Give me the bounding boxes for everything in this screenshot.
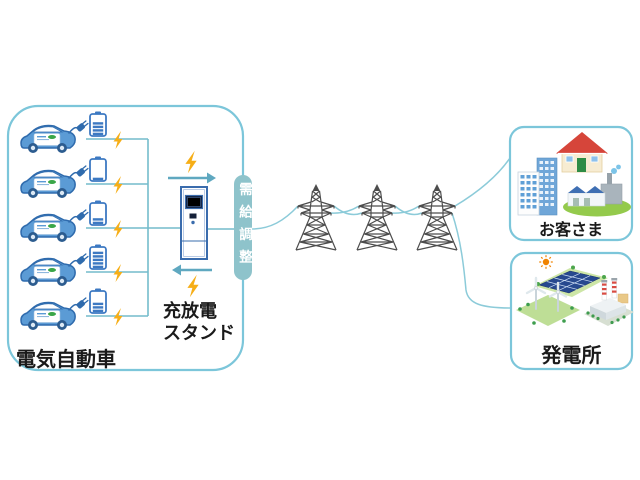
charging-stand-label: 充放電 スタンド	[163, 301, 235, 345]
charging-stand-label-line1: 充放電	[163, 301, 217, 322]
ev-row-1	[20, 110, 123, 154]
thermal-power-plant-icon	[584, 278, 634, 326]
charging-stand-icon	[180, 186, 208, 260]
factory-icon	[563, 164, 631, 217]
battery-charge-bars	[92, 122, 104, 136]
discharge-arrow-left-icon	[172, 264, 212, 276]
power-plant-box-label: 発電所	[541, 343, 602, 367]
ev-row-5	[20, 287, 123, 331]
ev-group-label: 電気自動車	[16, 347, 116, 371]
charging-stand-label-line2: スタンド	[163, 323, 235, 344]
battery-charge-bars	[92, 302, 104, 313]
transmission-tower-icon	[295, 183, 337, 251]
supply-demand-badge	[234, 175, 252, 280]
transmission-tower-icon	[416, 183, 458, 251]
charge-arrow-right-icon	[168, 172, 216, 184]
power-wires	[251, 157, 512, 309]
battery-icon	[89, 199, 107, 226]
battery-charge-bars	[92, 177, 104, 181]
solar-panels-icon	[534, 265, 608, 297]
battery-icon	[89, 287, 107, 314]
battery-icon	[89, 155, 107, 182]
house-icon	[556, 132, 608, 173]
office-building-icon	[517, 157, 558, 216]
battery-charge-bars	[92, 218, 104, 225]
ev-row-2	[20, 155, 123, 199]
supply-demand-badge-label: 需給調整	[236, 182, 252, 272]
ev-row-4	[20, 243, 123, 287]
wind-turbines-icon	[516, 276, 580, 326]
battery-charge-bars	[92, 251, 104, 269]
ev-row-3	[20, 199, 123, 243]
customers-box-label: お客さま	[538, 220, 603, 239]
sun-icon	[539, 255, 553, 269]
transmission-tower-icon	[356, 183, 398, 251]
